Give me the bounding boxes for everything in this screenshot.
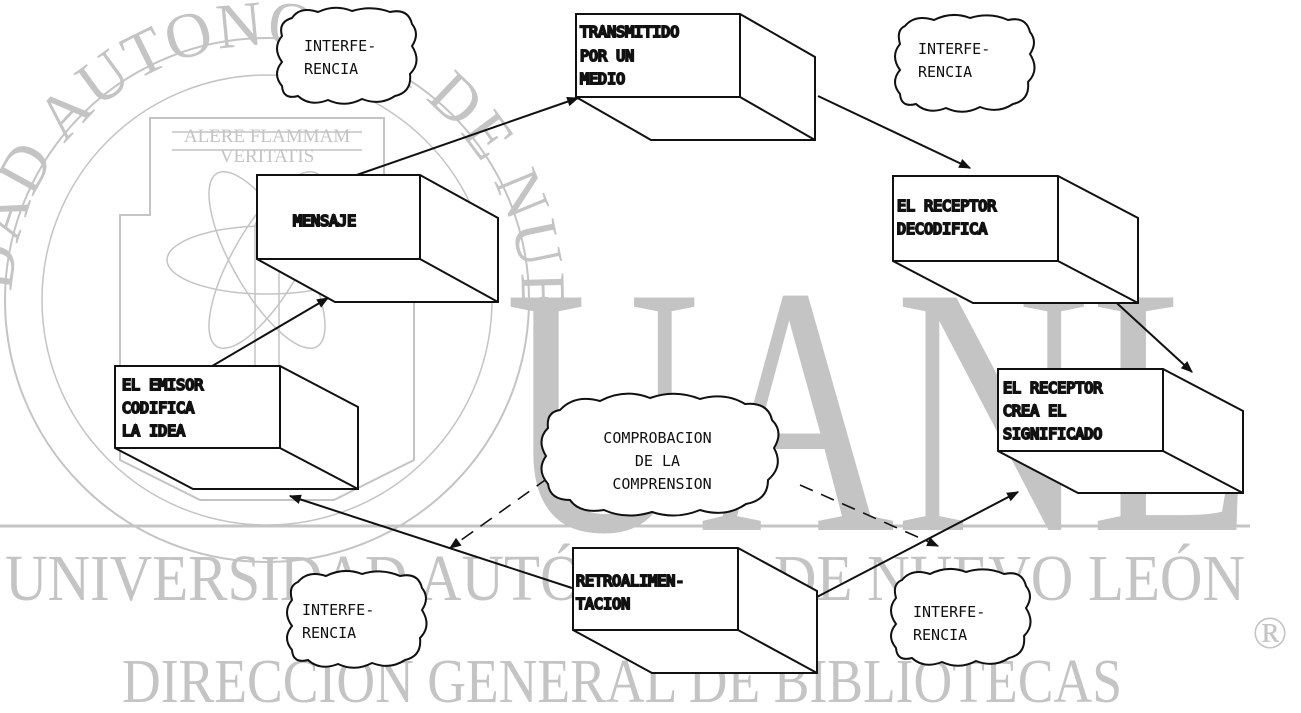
cloud-interferencia-bottom-right: INTERFE- RENCIA [890,568,1032,667]
box-mensaje: MENSAJE [256,174,499,303]
arrow-medio-to-decodifica [817,95,972,169]
cloud-br-text: INTERFE- RENCIA [913,603,994,644]
dashed-arrow-right [799,484,940,547]
box-emisor: EL EMISOR CODIFICA LA IDEA [114,365,359,490]
dashed-check-arrows [449,477,940,549]
flow-arrows [201,95,1193,599]
box-decodifica: EL RECEPTOR DECODIFICA [892,175,1139,304]
arrow-emisor-to-mensaje [201,297,330,373]
cloud-interferencia-top-left: INTERFE- RENCIA [276,6,418,105]
cloud-interferencia-top-right: INTERFE- RENCIA [894,14,1036,113]
arrow-mensaje-to-medio [347,97,580,179]
dashed-arrow-left [449,477,549,549]
box-significado-text: EL RECEPTOR CREA EL SIGNIFICADO [1003,379,1111,443]
cloud-bl-text: INTERFE- RENCIA [302,601,383,642]
cloud-tr-text: INTERFE- RENCIA [918,40,999,81]
box-emisor-text: EL EMISOR CODIFICA LA IDEA [122,376,212,440]
cloud-comprobacion: COMPROBACION DE LA COMPRENSION [540,392,780,517]
cloud-interferencia-bottom-left: INTERFE- RENCIA [286,570,428,669]
cloud-comprobacion-text: COMPROBACION DE LA COMPRENSION [603,429,720,493]
registered-mark: ® [1253,607,1288,658]
arrow-retro-to-emisor [288,494,573,589]
seal-motto-line1: ALERE FLAMMAM [184,126,350,147]
arrow-significado-to-retro [814,491,1020,599]
box-significado: EL RECEPTOR CREA EL SIGNIFICADO [997,368,1244,494]
seal-motto-line2: VERITATIS [220,146,315,167]
box-decodifica-text: EL RECEPTOR DECODIFICA [897,197,1005,238]
arrow-decodifica-to-significado [1107,294,1193,373]
box-retro-text: RETROALIMEN- TACION [576,572,693,613]
box-retroalimentacion: RETROALIMEN- TACION [572,547,818,674]
box-transmitido: TRANSMITIDO POR UN MEDIO [575,13,816,141]
box-mensaje-text: MENSAJE [293,212,356,230]
box-transmitido-text: TRANSMITIDO POR UN MEDIO [580,23,688,88]
cloud-tl-text: INTERFE- RENCIA [304,37,385,78]
